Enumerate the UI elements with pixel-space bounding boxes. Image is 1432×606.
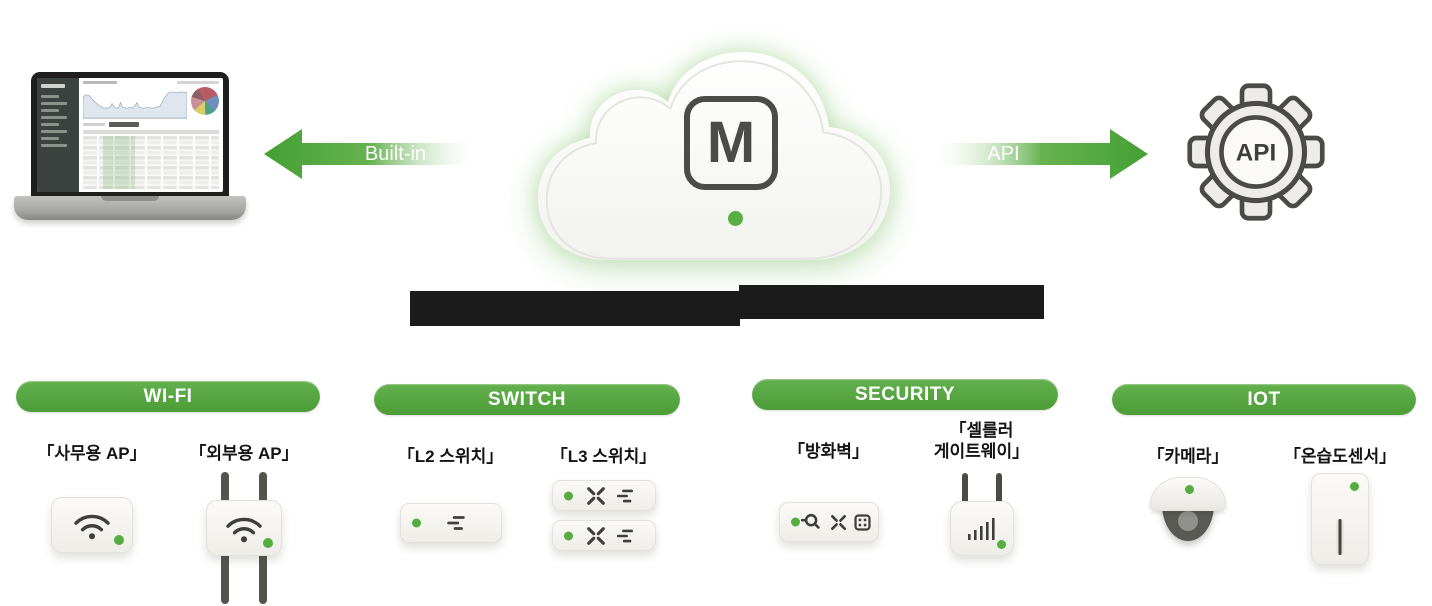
led-indicator [263,538,273,548]
wifi-pill-label: WI-FI [143,385,193,407]
magnifier-icon [800,513,820,529]
camera-device [1150,477,1226,545]
l2-switch-label: 「L2 스위치」 [397,446,504,466]
security-pill: SECURITY [752,379,1058,410]
redacted-text-bar-left [410,291,740,326]
led-indicator [790,517,800,527]
left-arrow-shape [264,129,477,179]
builtin-arrow: Built-in [262,126,477,182]
sensor-vent [1336,519,1344,555]
right-arrow-shape [935,129,1148,179]
meraki-m-logo: M [684,96,778,190]
iot-pill: IOT [1112,384,1416,415]
api-arrow: API [935,126,1150,182]
led-indicator [1350,482,1359,491]
meraki-cloud: M [516,52,912,268]
laptop-base [14,196,246,220]
api-arrow-label: API [987,142,1020,165]
l3-switch-device [551,480,656,551]
outdoor-ap-label: 「외부용 AP」 [189,443,299,463]
stack-x-icon [586,486,605,505]
category-wifi: WI-FI 「사무용 AP」 「외부용 AP」 [16,381,320,604]
dashboard-content [79,78,223,192]
security-pill-label: SECURITY [854,383,956,405]
switch-ports-icon [446,516,465,530]
category-iot: IOT 「카메라」 「온습도센서」 [1112,384,1416,565]
cellular-gateway-device [947,473,1017,559]
laptop-screen [31,72,229,196]
camera-eye [1178,511,1198,531]
wifi-icon [74,514,110,540]
table-header [83,130,219,134]
led-indicator [1185,485,1194,494]
clients-pie-chart [191,87,219,115]
wifi-icon [226,517,262,543]
led-indicator [563,531,573,540]
builtin-arrow-label: Built-in [364,142,427,165]
redacted-text-bar-right [739,285,1044,319]
temp-humidity-sensor-device [1311,473,1369,565]
led-indicator [563,491,573,500]
stack-x-icon [586,526,605,545]
l3-switch-label: 「L3 스위치」 [550,446,657,466]
switch-ports-icon [616,489,633,502]
antenna [995,473,1002,505]
clients-table [83,136,219,189]
switch-ports-icon [616,529,633,542]
laptop-dashboard [14,72,246,220]
gear-api-label: API [1236,139,1276,166]
switch-pill: SWITCH [374,384,680,415]
meraki-m-letter: M [706,110,756,175]
api-gear-icon: API [1186,82,1326,222]
antenna [961,473,968,505]
led-indicator [411,518,421,528]
firewall-label: 「방화벽」 [788,441,869,461]
cloud-status-led [728,211,743,226]
camera-label: 「카메라」 [1147,446,1229,466]
temp-humidity-sensor-label: 「온습도센서」 [1283,446,1397,466]
office-ap-label: 「사무용 AP」 [37,443,147,463]
iot-pill-label: IOT [1247,388,1281,410]
outdoor-ap-device [206,472,282,604]
dashboard-button [109,122,139,127]
camera-cap [1150,477,1226,511]
led-indicator [114,535,124,545]
wifi-pill: WI-FI [16,381,320,412]
dashboard-sidebar [37,78,79,192]
usage-area-chart [83,91,187,119]
firewall-device [778,502,879,542]
dashboard-screenshot [37,78,223,192]
laptop-hinge-notch [101,196,159,201]
l2-switch-device [399,503,502,543]
signal-bars-icon [967,517,995,540]
led-indicator [996,540,1006,549]
cloud-shape [538,52,890,260]
category-switch: SWITCH 「L2 스위치」 「L3 스위치」 [374,384,680,551]
dashboard-logo [41,84,65,88]
stack-x-icon [830,514,846,530]
office-ap-device [51,497,133,553]
matrix-icon [853,513,871,531]
switch-pill-label: SWITCH [488,388,566,410]
